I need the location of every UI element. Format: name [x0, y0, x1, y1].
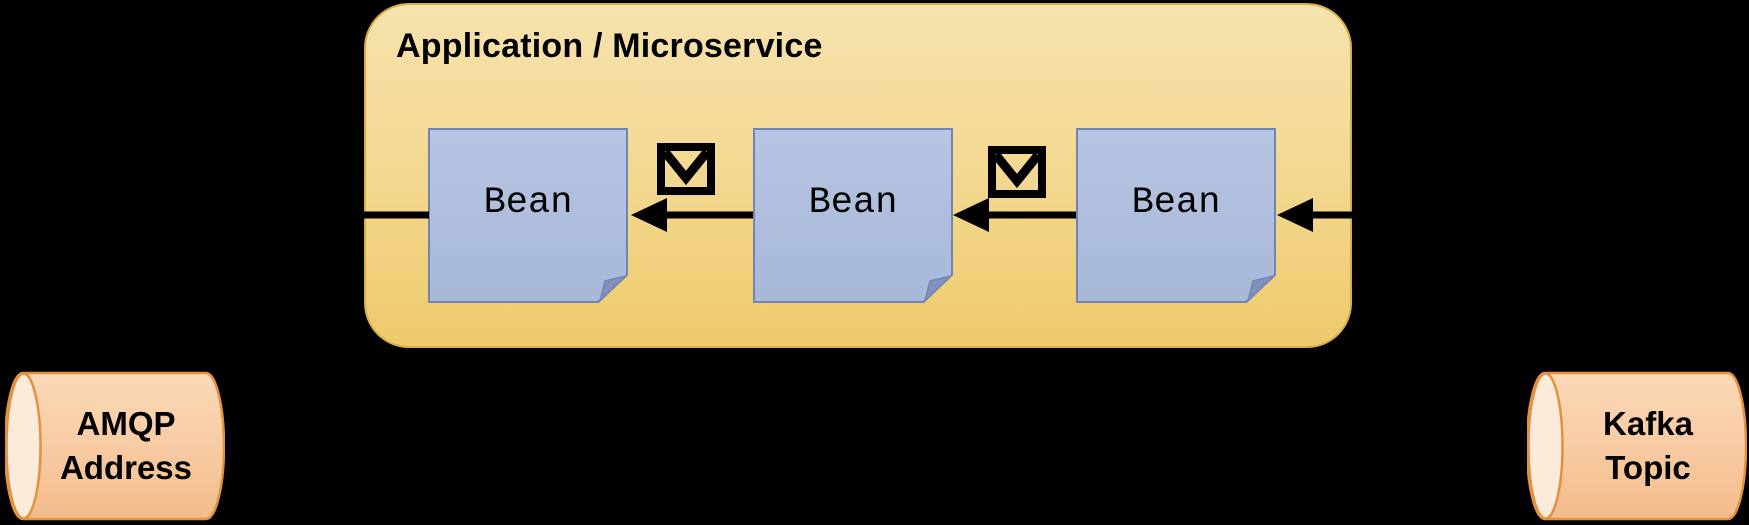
- arrow-kafka-to-bean3: [1277, 198, 1392, 232]
- cylinder-shape: [1527, 371, 1747, 521]
- bean-node-3: Bean: [1076, 128, 1276, 303]
- folded-corner: [1246, 274, 1276, 303]
- bean-node-2: Bean: [753, 128, 953, 303]
- envelope-icon: [988, 146, 1046, 198]
- arrow-bean3-to-bean2: [953, 198, 1076, 232]
- cylinder-cap: [1527, 372, 1564, 520]
- bean-label: Bean: [483, 181, 573, 224]
- application-title: Application / Microservice: [396, 27, 823, 65]
- folded-corner: [923, 274, 953, 303]
- bean-label: Bean: [1131, 181, 1221, 224]
- note-shape: [1076, 128, 1276, 303]
- cylinder-cap: [5, 372, 42, 520]
- note-shape: [753, 128, 953, 303]
- note-shape: [428, 128, 628, 303]
- folded-corner: [598, 274, 628, 303]
- bean-node-1: Bean: [428, 128, 628, 303]
- amqp-address-label: AMQP Address: [59, 405, 193, 486]
- amqp-address-store: AMQP Address: [5, 371, 225, 521]
- cylinder-shape: [5, 371, 225, 521]
- bean-label: Bean: [808, 181, 898, 224]
- kafka-topic-label: Kafka Topic: [1603, 405, 1693, 486]
- envelope-icon: [657, 143, 715, 195]
- arrow-bean2-to-bean1: [631, 198, 753, 232]
- kafka-topic-store: Kafka Topic: [1527, 371, 1747, 521]
